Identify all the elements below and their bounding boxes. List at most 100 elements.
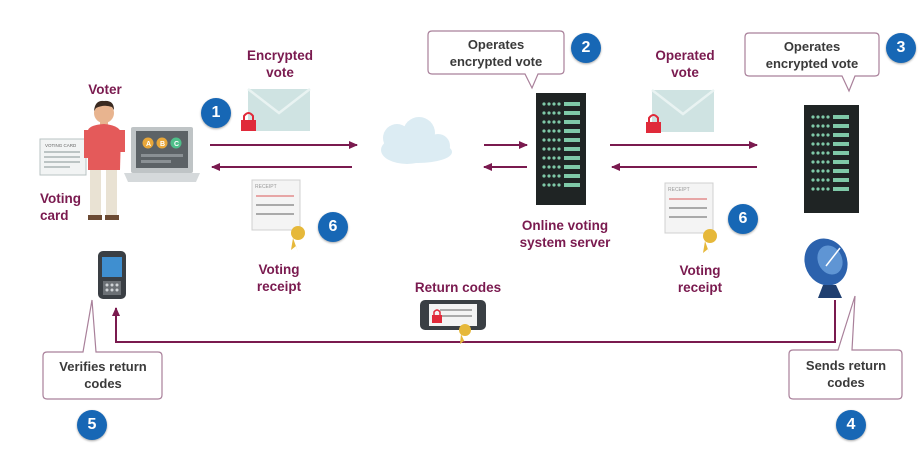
server-led (552, 120, 556, 124)
server-led (547, 156, 551, 160)
server-led (811, 133, 815, 137)
server-led (547, 120, 551, 124)
encrypted-vote-label: Encrypted vote (246, 48, 314, 80)
server-bar (833, 187, 849, 191)
server-led (557, 174, 561, 178)
server-led (557, 183, 561, 187)
server-bar (564, 120, 580, 124)
voting-receipt-right-label: Voting receipt (677, 263, 723, 295)
server-led (821, 160, 825, 164)
callout-operates-right (744, 32, 880, 93)
voting-receipt-left-icon: RECEIPT (251, 179, 305, 252)
server-led (821, 187, 825, 191)
server-label: Online voting system server (519, 218, 611, 250)
server-bar (833, 133, 849, 137)
server-led (542, 165, 546, 169)
server-led (811, 115, 815, 119)
server-led (542, 138, 546, 142)
server-led (821, 169, 825, 173)
callout-sends-text: Sends return codes (805, 358, 887, 390)
voting-card-icon: VOTING CARD (39, 138, 87, 176)
server-led (557, 147, 561, 151)
server-led (826, 124, 830, 128)
server-bar (833, 124, 849, 128)
ballot-option-a: A (146, 141, 151, 148)
laptop-icon: A B C (124, 127, 200, 182)
server-led (552, 111, 556, 115)
server-bar (564, 102, 580, 106)
server-led (542, 102, 546, 106)
receipt-left-title: RECEIPT (255, 184, 277, 190)
server-led (816, 160, 820, 164)
server-led (547, 129, 551, 133)
server-led (547, 165, 551, 169)
server-led (826, 187, 830, 191)
server-bar (833, 178, 849, 182)
server-led (816, 169, 820, 173)
server-bar (564, 174, 580, 178)
server-led (811, 160, 815, 164)
voter-label: Voter (88, 82, 122, 97)
server-bar (564, 165, 580, 169)
server-led (826, 160, 830, 164)
server-led (547, 174, 551, 178)
server-led (826, 151, 830, 155)
server-bar (833, 169, 849, 173)
server-led (557, 111, 561, 115)
server-led (552, 102, 556, 106)
server-led (821, 151, 825, 155)
server-led (547, 111, 551, 115)
server-led (557, 129, 561, 133)
server-led (821, 115, 825, 119)
return-codes-path (112, 300, 836, 343)
server-led (811, 142, 815, 146)
step-6-badge-right: 6 (728, 204, 758, 234)
server-led (542, 183, 546, 187)
server-led (552, 183, 556, 187)
callout-verifies (42, 299, 163, 400)
server-led (821, 142, 825, 146)
server-led (547, 102, 551, 106)
server-led (552, 174, 556, 178)
server-led (811, 169, 815, 173)
server-led (816, 133, 820, 137)
server-bar (833, 151, 849, 155)
server-led (542, 174, 546, 178)
receipt-right-title: RECEIPT (668, 187, 690, 193)
server-bar (833, 142, 849, 146)
server-led (552, 138, 556, 142)
server-led (826, 133, 830, 137)
callout-sends (788, 295, 903, 400)
server-bar (833, 160, 849, 164)
satellite-dish-icon (804, 238, 848, 298)
callout-operates-server-text: Operates encrypted vote (449, 37, 543, 69)
server-led (816, 142, 820, 146)
server-led (816, 124, 820, 128)
mobile-phone-icon (98, 251, 126, 299)
server-led (542, 147, 546, 151)
server-led (811, 151, 815, 155)
server-led (552, 156, 556, 160)
step-1-badge: 1 (201, 98, 231, 128)
server-led (557, 165, 561, 169)
server-led (557, 120, 561, 124)
voting-card-title: VOTING CARD (45, 143, 77, 148)
voter-person-icon (84, 100, 125, 220)
online-voting-server-icon (536, 93, 586, 205)
server-bar (564, 111, 580, 115)
server-led (821, 124, 825, 128)
server-bar (564, 147, 580, 151)
server-led (552, 129, 556, 133)
return-code-server-icon (804, 105, 859, 213)
server-led (826, 142, 830, 146)
server-led (547, 183, 551, 187)
server-led (816, 178, 820, 182)
server-led (811, 124, 815, 128)
server-bar (564, 156, 580, 160)
server-bar (564, 138, 580, 142)
operated-envelope-icon (646, 89, 715, 133)
step-3-badge: 3 (886, 33, 916, 63)
server-led (542, 120, 546, 124)
server-bar (564, 129, 580, 133)
server-led (811, 178, 815, 182)
